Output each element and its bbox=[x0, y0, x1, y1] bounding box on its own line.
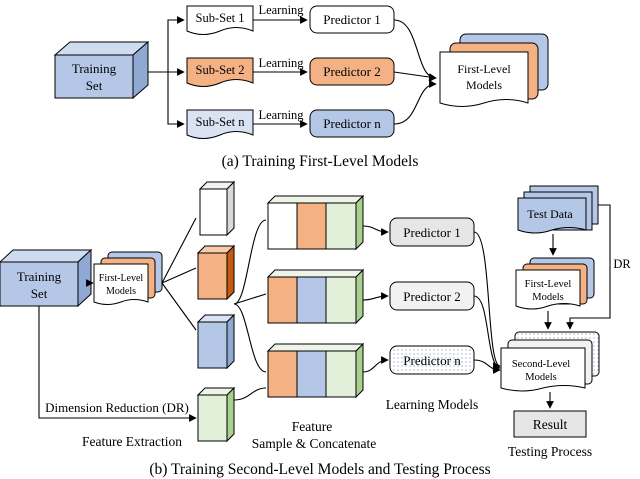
testing-first-level-label-2: Models bbox=[532, 292, 564, 303]
training-set-label-a-2: Set bbox=[86, 78, 103, 93]
learning-label-2: Learning bbox=[258, 56, 304, 70]
predictor-a-n-label: Predictor n bbox=[323, 116, 381, 131]
feature-box-white bbox=[198, 180, 236, 237]
first-level-models-stack-b: First-Level Models bbox=[93, 251, 163, 305]
subset-2-label: Sub-Set 2 bbox=[196, 63, 245, 77]
feature-box-orange bbox=[196, 244, 236, 301]
part-b: Training Set First-Level Models bbox=[0, 180, 631, 478]
subset-n-label: Sub-Set n bbox=[196, 115, 246, 129]
caption-a: (a) Training First-Level Models bbox=[222, 153, 419, 170]
learning-label-n: Learning bbox=[258, 108, 304, 122]
training-set-label-b-2: Set bbox=[31, 286, 48, 301]
sample-concatenate-label: Sample & Concatenate bbox=[252, 436, 376, 451]
learning-label-1: Learning bbox=[258, 3, 304, 17]
testing-process-label: Testing Process bbox=[508, 444, 592, 459]
test-data-stack: Test Data bbox=[517, 185, 599, 234]
concat-group-2 bbox=[266, 268, 365, 325]
predictor-b-n: Predictor n bbox=[389, 345, 475, 375]
dr-label: DR bbox=[613, 257, 631, 271]
feature-label: Feature bbox=[292, 419, 332, 434]
subset-1: Sub-Set 1 bbox=[186, 5, 254, 35]
result-label: Result bbox=[533, 417, 568, 432]
training-set-label-b-1: Training bbox=[17, 269, 62, 284]
feature-box-green bbox=[196, 386, 236, 443]
result-box: Result bbox=[513, 410, 587, 438]
predictor-a-1-label: Predictor 1 bbox=[323, 12, 380, 27]
predictor-b-1: Predictor 1 bbox=[389, 217, 475, 247]
predictor-a-2-label: Predictor 2 bbox=[323, 64, 380, 79]
predictor-a-n: Predictor n bbox=[309, 109, 395, 138]
concat-group-1 bbox=[266, 194, 365, 251]
caption-b: (b) Training Second-Level Models and Tes… bbox=[149, 461, 490, 478]
subset-n: Sub-Set n bbox=[186, 109, 254, 139]
predictor-b-2-label: Predictor 2 bbox=[403, 289, 460, 304]
second-level-label-1: Second-Level bbox=[512, 359, 570, 370]
predictor-b-2: Predictor 2 bbox=[389, 281, 475, 311]
training-set-box-a: Training Set bbox=[53, 40, 150, 100]
predictor-a-2: Predictor 2 bbox=[309, 57, 395, 86]
dimension-reduction-label: Dimension Reduction (DR) bbox=[45, 400, 189, 415]
subset-2: Sub-Set 2 bbox=[186, 57, 254, 87]
first-level-models-stack-a: First-Level Models bbox=[439, 33, 549, 107]
first-level-models-a-label-2: Models bbox=[466, 78, 502, 92]
predictor-b-1-label: Predictor 1 bbox=[403, 225, 460, 240]
training-set-label-a-1: Training bbox=[72, 61, 117, 76]
first-level-models-b-label-2: Models bbox=[106, 286, 136, 297]
first-level-models-b-label-1: First-Level bbox=[99, 273, 144, 284]
feature-box-blue bbox=[196, 313, 236, 370]
test-data-label: Test Data bbox=[527, 207, 573, 221]
learning-models-label: Learning Models bbox=[386, 397, 479, 412]
feature-extraction-label: Feature Extraction bbox=[82, 434, 182, 449]
first-level-models-a-label-1: First-Level bbox=[457, 62, 511, 76]
testing-first-level-label-1: First-Level bbox=[525, 279, 572, 290]
second-level-label-2: Models bbox=[525, 372, 557, 383]
subset-1-label: Sub-Set 1 bbox=[196, 11, 245, 25]
predictor-b-n-label: Predictor n bbox=[403, 353, 461, 368]
second-level-models-stack: Second-Level Models bbox=[500, 331, 600, 392]
testing-first-level-models: First-Level Models bbox=[515, 257, 595, 310]
concat-group-3 bbox=[266, 342, 365, 399]
part-a: Training Set Sub-Set 1 Sub-Set 2 Sub-Set… bbox=[53, 3, 549, 170]
training-set-box-b: Training Set bbox=[0, 248, 93, 308]
predictor-a-1: Predictor 1 bbox=[309, 5, 395, 34]
